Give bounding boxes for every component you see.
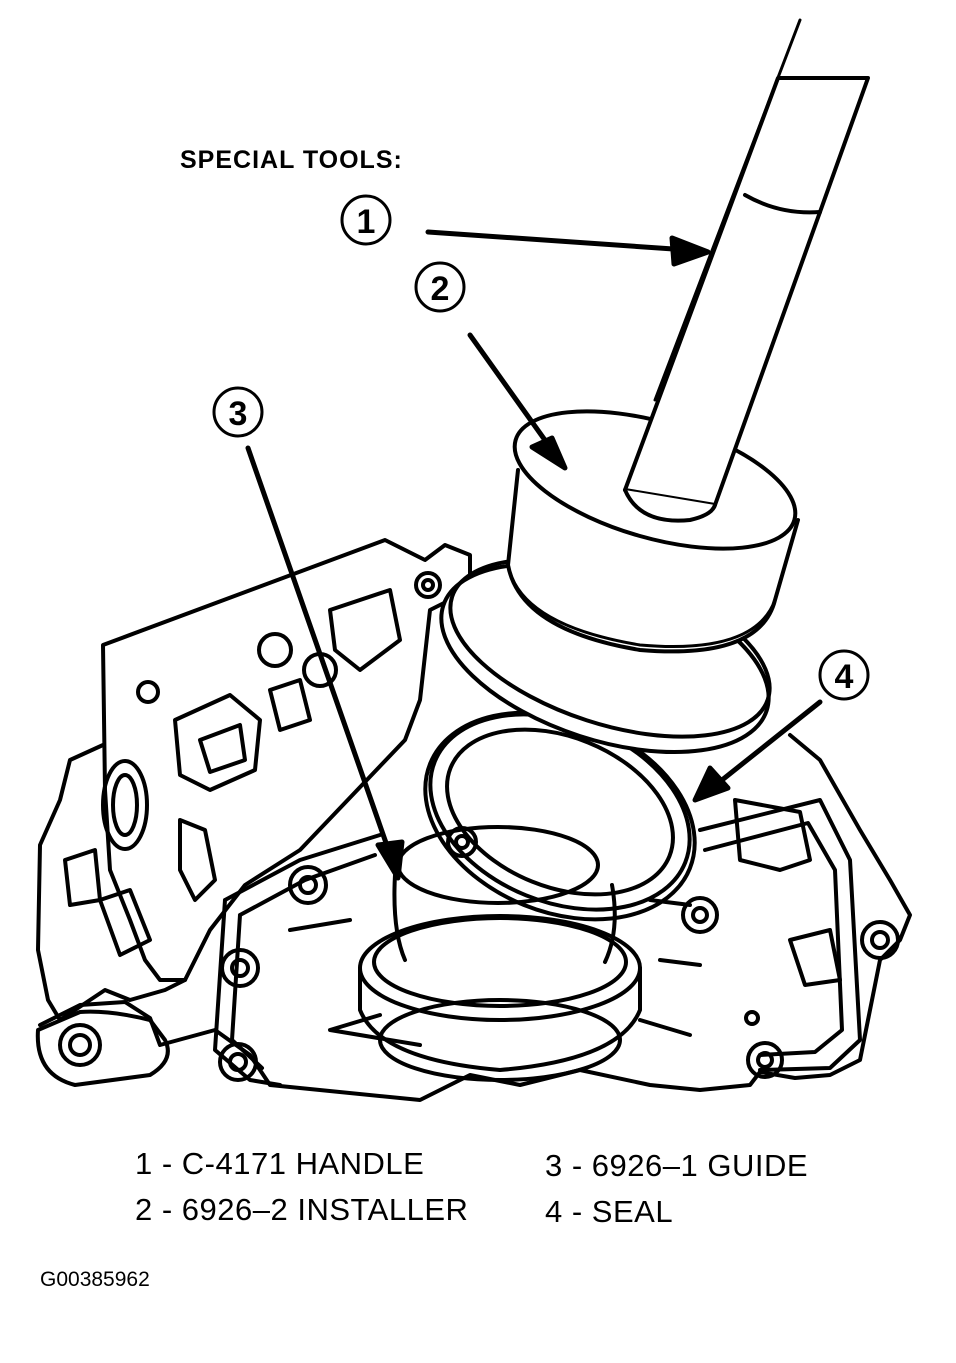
callout-3-label: 3	[229, 395, 248, 433]
callout-4-label: 4	[835, 658, 854, 696]
seal-installer	[439, 409, 800, 755]
tool-handle	[623, 18, 870, 523]
callout-2-label: 2	[431, 270, 450, 308]
callout-2: 2	[414, 261, 466, 313]
callout-3: 3	[212, 386, 264, 438]
seal-guide	[358, 825, 642, 1082]
figure-code: G00385962	[40, 1268, 150, 1291]
callout-1: 1	[340, 194, 392, 246]
callout-4: 4	[818, 649, 870, 701]
callout-1-label: 1	[357, 203, 376, 241]
engine-block	[35, 538, 912, 1102]
special-tools-header: SPECIAL TOOLS:	[180, 146, 403, 174]
legend-item-4: 4 - SEAL	[545, 1194, 674, 1229]
callout-arrows	[245, 229, 823, 881]
legend-item-1: 1 - C-4171 HANDLE	[135, 1146, 425, 1181]
legend-item-3: 3 - 6926–1 GUIDE	[545, 1148, 809, 1183]
legend-item-2: 2 - 6926–2 INSTALLER	[135, 1192, 469, 1227]
